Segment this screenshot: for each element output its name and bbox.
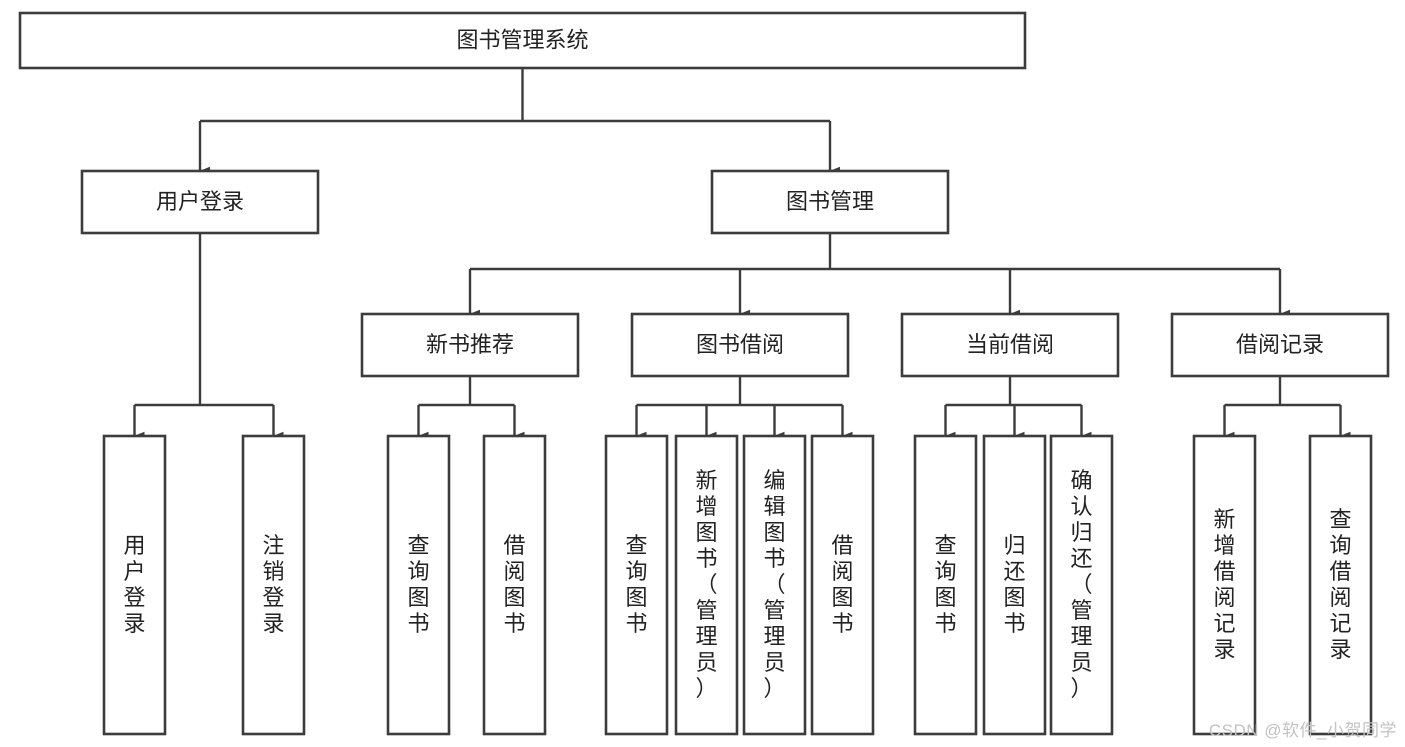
node-leaf-user-login[interactable]: 用户登录 <box>102 434 167 736</box>
node-book-manage[interactable]: 图书管理 <box>710 169 950 235</box>
node-leaf-edit-book-admin[interactable]: 编辑图书（管理员） <box>742 434 807 736</box>
node-label-vertical: 查询图书 <box>407 533 429 636</box>
node-leaf-add-borrow-record[interactable]: 新增借阅记录 <box>1192 434 1257 736</box>
node-leaf-query-book-borrow[interactable]: 查询图书 <box>604 434 669 736</box>
node-label: 图书借阅 <box>696 332 784 357</box>
node-user-login[interactable]: 用户登录 <box>80 169 320 235</box>
node-label-vertical: 归还图书 <box>1003 533 1025 636</box>
node-label: 图书管理系统 <box>456 27 588 52</box>
connector-lines <box>133 68 1351 441</box>
node-label-vertical: 编辑图书（管理员） <box>763 468 785 701</box>
node-leaf-logout[interactable]: 注销登录 <box>241 434 306 736</box>
node-leaf-query-borrow-record[interactable]: 查询借阅记录 <box>1308 434 1373 736</box>
node-borrow-record[interactable]: 借阅记录 <box>1170 312 1390 378</box>
node-label: 新书推荐 <box>426 332 514 357</box>
node-leaf-query-book-recommend[interactable]: 查询图书 <box>386 434 451 736</box>
node-leaf-add-book-admin[interactable]: 新增图书（管理员） <box>674 434 739 736</box>
node-boxes: 图书管理系统用户登录图书管理新书推荐图书借阅当前借阅借阅记录用户登录注销登录查询… <box>18 11 1390 736</box>
node-label: 借阅记录 <box>1236 332 1324 357</box>
node-label-vertical: 借阅图书 <box>503 533 525 636</box>
node-current-borrow[interactable]: 当前借阅 <box>900 312 1120 378</box>
node-new-book-recommend[interactable]: 新书推荐 <box>360 312 580 378</box>
node-leaf-borrow-book[interactable]: 借阅图书 <box>810 434 875 736</box>
node-label-vertical: 查询图书 <box>934 533 956 636</box>
node-label: 用户登录 <box>156 189 244 214</box>
node-label-vertical: 用户登录 <box>123 533 145 636</box>
node-label-vertical: 新增借阅记录 <box>1213 507 1235 662</box>
node-root-book-management-system[interactable]: 图书管理系统 <box>18 11 1027 70</box>
node-leaf-return-book[interactable]: 归还图书 <box>982 434 1047 736</box>
node-label-vertical: 确认归还（管理员） <box>1070 468 1092 701</box>
node-leaf-query-book-current[interactable]: 查询图书 <box>913 434 978 736</box>
node-label: 图书管理 <box>786 189 874 214</box>
node-label-vertical: 注销登录 <box>262 533 284 636</box>
node-leaf-borrow-book-recommend[interactable]: 借阅图书 <box>482 434 547 736</box>
node-label-vertical: 借阅图书 <box>831 533 853 636</box>
node-label-vertical: 新增图书（管理员） <box>695 468 717 701</box>
node-label-vertical: 查询借阅记录 <box>1329 507 1351 662</box>
csdn-watermark: CSDN @软件_小贺同学 <box>1208 721 1397 740</box>
node-label-vertical: 查询图书 <box>625 533 647 636</box>
node-leaf-confirm-return-admin[interactable]: 确认归还（管理员） <box>1049 434 1114 736</box>
node-book-borrow[interactable]: 图书借阅 <box>630 312 850 378</box>
node-label: 当前借阅 <box>966 332 1054 357</box>
